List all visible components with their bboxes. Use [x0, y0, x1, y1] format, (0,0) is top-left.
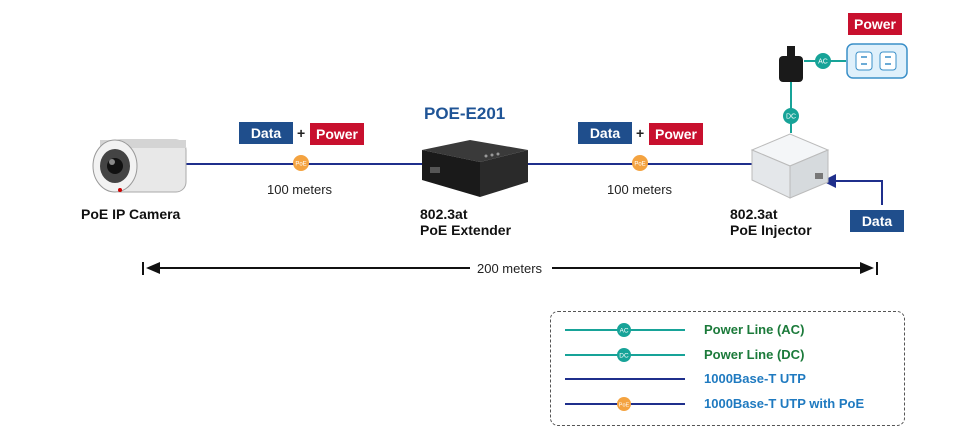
ac-badge-icon [815, 53, 831, 69]
legend-box: AC DC PoE Power Line (AC) Power Line (DC… [550, 311, 905, 426]
power-tag: Power [649, 123, 703, 145]
data-tag: Data [578, 122, 632, 144]
plus-sign: + [636, 125, 645, 141]
legend-label-ac: Power Line (AC) [704, 322, 805, 337]
poe-badge-text: PoE [295, 162, 306, 168]
legend-ac-badge-text: AC [619, 328, 628, 335]
segment-distance-label: 100 meters [607, 182, 673, 197]
dc-badge-icon [783, 108, 799, 124]
poe-badge-icon [293, 155, 309, 171]
legend-label-dc: Power Line (DC) [704, 347, 805, 362]
ip-camera-icon [92, 139, 187, 193]
legend-poe-badge-icon [617, 397, 631, 411]
power-adapter-icon [779, 46, 803, 82]
poe-badge-text: PoE [634, 162, 645, 168]
legend-lines: AC DC PoE [565, 323, 685, 411]
legend-poe-badge-text: PoE [619, 403, 630, 409]
legend-dc-badge-icon [617, 348, 631, 362]
extender-label-line2: PoE Extender [420, 222, 512, 238]
plus-sign: + [297, 125, 306, 141]
poe-extender-device-icon [422, 140, 528, 197]
arrow-right-icon [860, 262, 874, 274]
data-input-tag: Data [850, 210, 904, 232]
ac-badge-text: AC [818, 59, 828, 66]
data-input-line [830, 180, 883, 205]
arrow-left-icon [146, 262, 160, 274]
segment-distance-label: 100 meters [267, 182, 333, 197]
camera-label: PoE IP Camera [81, 206, 181, 222]
dc-badge-text: DC [786, 114, 796, 121]
injector-label-line1: 802.3at [730, 206, 778, 222]
legend-ac-badge-icon [617, 323, 631, 337]
power-source-tag: Power [848, 13, 902, 35]
legend-dc-badge-text: DC [619, 353, 629, 360]
extender-label-line1: 802.3at [420, 206, 468, 222]
total-distance-label: 200 meters [477, 261, 543, 276]
poe-badge-icon [632, 155, 648, 171]
data-arrow-icon [822, 174, 836, 188]
injector-label-line2: PoE Injector [730, 222, 812, 238]
data-tag: Data [239, 122, 293, 144]
power-tag: Power [310, 123, 364, 145]
legend-label-utp-poe: 1000Base-T UTP with PoE [704, 396, 865, 411]
legend-label-utp: 1000Base-T UTP [704, 371, 806, 386]
poe-injector-device-icon [750, 133, 830, 199]
diagram-title: POE-E201 [424, 104, 506, 123]
power-outlet-icon [846, 43, 908, 79]
